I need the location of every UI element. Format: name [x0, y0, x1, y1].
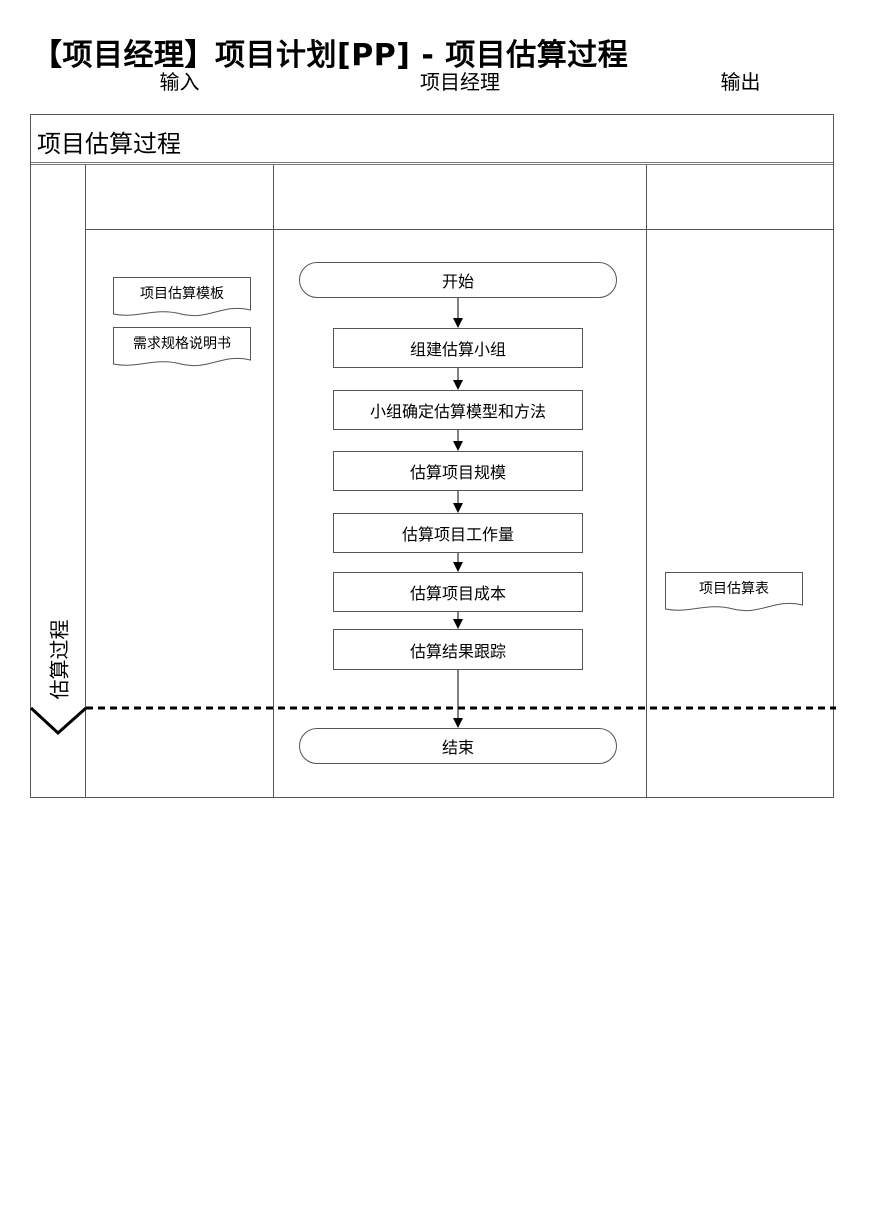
- input-document: 项目估算模板: [113, 277, 251, 319]
- end-node: 结束: [299, 728, 617, 764]
- column-header-project-manager: 项目经理: [420, 70, 500, 94]
- process-title-row: 项目估算过程: [31, 115, 833, 165]
- input-document-label: 项目估算模板: [140, 286, 224, 302]
- document-shape-icon: [113, 327, 251, 367]
- start-node: 开始: [299, 262, 617, 298]
- document-shape-icon: [113, 277, 251, 317]
- document-shape-icon: [665, 572, 803, 612]
- input-document-label: 需求规格说明书: [133, 336, 231, 352]
- process-step: 小组确定估算模型和方法: [333, 390, 583, 430]
- process-step: 估算结果跟踪: [333, 629, 583, 670]
- input-document: 需求规格说明书: [113, 327, 251, 369]
- output-column-divider: [646, 165, 647, 798]
- process-title: 项目估算过程: [37, 130, 181, 158]
- output-document-label: 项目估算表: [699, 581, 769, 597]
- process-step: 估算项目成本: [333, 572, 583, 612]
- output-document: 项目估算表: [665, 572, 803, 614]
- process-table: 项目估算过程: [30, 114, 834, 798]
- page-title: 【项目经理】项目计划[PP] - 项目估算过程: [32, 38, 629, 73]
- lane-label-divider: [85, 165, 86, 798]
- header-row-divider: [85, 229, 834, 230]
- process-step: 组建估算小组: [333, 328, 583, 368]
- chevron-down-icon: [29, 706, 87, 736]
- process-step: 估算项目工作量: [333, 513, 583, 553]
- process-step: 估算项目规模: [333, 451, 583, 491]
- input-column-divider: [273, 165, 274, 798]
- column-header-input: 输入: [159, 70, 200, 94]
- column-header-output: 输出: [720, 70, 761, 94]
